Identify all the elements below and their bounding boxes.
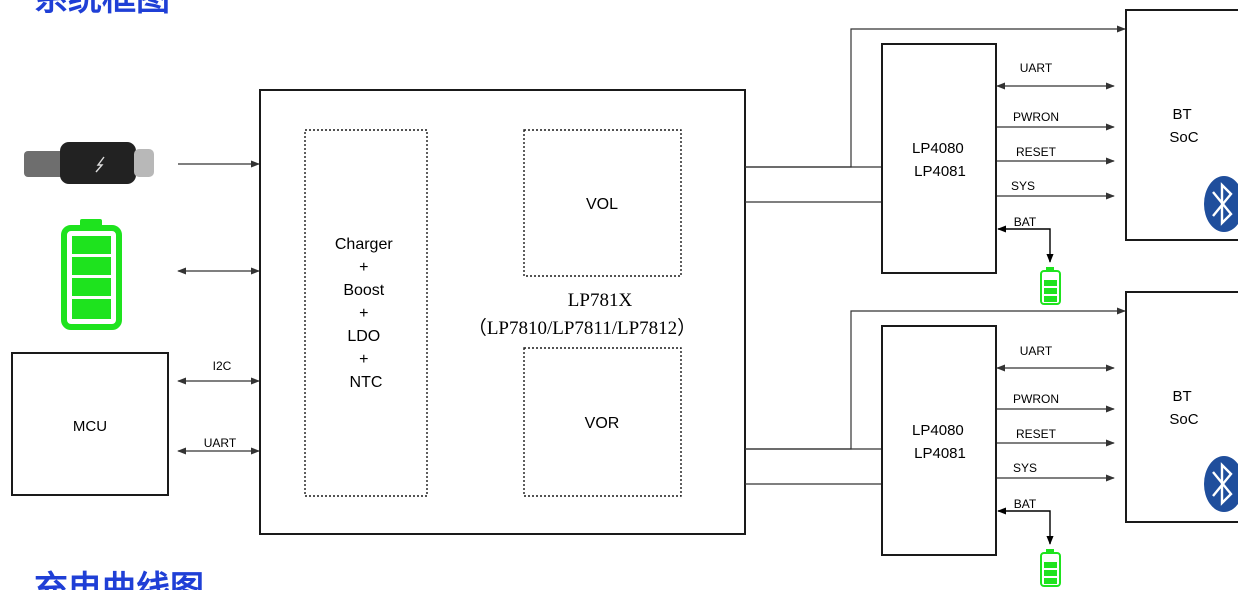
ch2-battery-icon [1041,549,1060,586]
ch2-lp408x-chip [882,326,996,555]
ch1-bat-arrow [998,229,1050,262]
i2c-label: I2C [213,359,232,373]
ch2-pwron-label: PWRON [1013,392,1059,406]
channel-1: LP4080 LP4081 UART PWRON RESET SYS BAT B… [745,10,1238,304]
lp781x-chip: Charger + Boost + LDO + NTC VOL VOR LP78… [260,90,745,534]
ch2-bat-arrow [998,511,1050,544]
vol-label: VOL [586,196,618,213]
heading-charging-curve: 充电曲线图 [34,569,204,590]
chip-variants: （LP7810/LP7811/LP7812） [468,317,696,339]
channel-2: LP4080 LP4081 UART PWRON RESET SYS BAT B… [745,292,1238,586]
mcu-uart-label: UART [204,436,237,450]
chip-name: LP781X [568,290,633,311]
mcu-label: MCU [73,418,107,435]
heading-block-diagram: 系统框图 [34,0,170,19]
ch1-sys-label: SYS [1011,179,1035,193]
vor-label: VOR [585,415,620,432]
ch2-sys-label: SYS [1013,461,1037,475]
ch1-reset-label: RESET [1016,145,1057,159]
usb-c-cable-icon [24,142,154,184]
ch1-lp408x-chip [882,44,996,273]
battery-full-icon [64,219,119,327]
mcu-box: MCU [12,353,168,495]
ch1-pwron-label: PWRON [1013,110,1059,124]
ch2-bat-label: BAT [1014,497,1037,511]
ch1-uart-label: UART [1020,61,1053,75]
ch2-uart-label: UART [1020,344,1053,358]
ch1-bat-label: BAT [1014,215,1037,229]
ch2-reset-label: RESET [1016,427,1057,441]
ch1-battery-icon [1041,267,1060,304]
